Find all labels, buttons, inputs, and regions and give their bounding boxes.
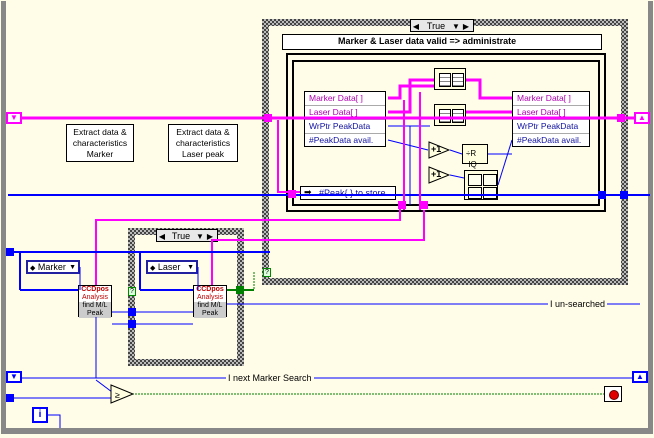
stop-button-terminal[interactable]	[604, 386, 622, 402]
array-grid-icon	[452, 73, 464, 87]
increment-label: +1	[431, 169, 442, 179]
chevron-down-icon[interactable]: ▼	[452, 22, 460, 31]
struct-label-bar	[282, 34, 602, 50]
outer-case-selector[interactable]: ◀True▼▶	[410, 19, 474, 32]
tunnel	[6, 394, 14, 402]
decrement-arrow-icon[interactable]: ◀	[412, 22, 420, 31]
cluster-left-item: WrPtr PeakData	[305, 120, 385, 134]
shift-register-right-blue[interactable]: ▲	[632, 371, 648, 383]
boolean-terminal[interactable]: ?	[128, 287, 136, 296]
tunnel	[420, 201, 428, 209]
shift-register-right-pink[interactable]: ▲	[634, 112, 650, 124]
cluster-left-item: #PeakData avail.	[309, 135, 374, 145]
tunnel	[398, 201, 406, 209]
subvi-find-peak-marker[interactable]: CCDpos Analysis find M/L Peak	[78, 285, 112, 318]
increment-arrow-icon[interactable]: ▶	[462, 22, 470, 31]
array-function-top[interactable]	[434, 68, 466, 90]
cluster-right-item: WrPtr PeakData	[513, 120, 589, 134]
sequence-frame-inner	[292, 60, 600, 206]
tunnel	[128, 320, 136, 328]
arrow-right-icon: ➡	[304, 187, 312, 197]
chevron-down-icon: ▼	[69, 264, 76, 271]
next-marker-wire-label: I next Marker Search	[226, 373, 314, 384]
enum-marker[interactable]: ◆ Marker ▼	[26, 260, 80, 274]
shift-register-left-blue[interactable]: ▼	[6, 371, 22, 383]
enum-arrows-icon: ◆	[150, 265, 156, 272]
svg-text:≥: ≥	[115, 390, 120, 400]
tunnel	[288, 190, 296, 198]
increment-node-top[interactable]: +1	[428, 141, 451, 159]
increment-arrow-icon[interactable]: ▶	[206, 232, 214, 241]
quotient-remainder-node[interactable]: ÷R IQ	[462, 144, 488, 169]
comment-laser: Extract data & characteristics Laser pea…	[168, 124, 238, 162]
tunnel	[264, 114, 272, 122]
increment-node-bottom[interactable]: +1	[428, 166, 451, 184]
chevron-down-icon[interactable]: ▼	[196, 232, 204, 241]
enum-arrows-icon: ◆	[30, 265, 36, 272]
inner-case-selector[interactable]: ◀True▼▶	[156, 229, 218, 242]
tunnel	[236, 286, 244, 294]
chevron-down-icon: ▼	[187, 264, 194, 271]
cluster-right-item: Marker Data[ ]	[513, 92, 589, 106]
boolean-terminal[interactable]: ?	[263, 268, 271, 277]
convert-icon	[468, 174, 482, 186]
struct-label: Marker & Laser data valid => administrat…	[338, 36, 517, 46]
tunnel	[6, 248, 14, 256]
stop-icon	[609, 390, 619, 400]
greater-or-equal-node[interactable]: ≥	[110, 384, 135, 404]
shift-register-left-pink[interactable]: ▼	[6, 112, 22, 124]
unsearched-wire-label: I un-searched	[548, 299, 608, 310]
sequence-frame	[286, 53, 606, 212]
tunnel	[620, 191, 628, 199]
increment-label: +1	[431, 144, 442, 154]
peak-to-store-label: #Peak{ } to store	[319, 188, 386, 198]
decrement-arrow-icon[interactable]: ◀	[158, 232, 166, 241]
comment-marker: Extract data & characteristics Marker	[66, 124, 134, 162]
convert-icon	[483, 174, 497, 186]
iteration-terminal: i	[32, 407, 48, 423]
cluster-right-item: #PeakData avail.	[517, 135, 582, 145]
enum-laser[interactable]: ◆ Laser ▼	[146, 260, 198, 274]
quotient-remainder-icon: ÷R IQ	[466, 149, 477, 169]
tunnel	[617, 114, 625, 122]
subvi-find-peak-laser[interactable]: CCDpos Analysis find M/L Peak	[193, 285, 227, 318]
cluster-left-item: Marker Data[ ]	[305, 92, 385, 106]
peak-to-store-terminal[interactable]: ➡ #Peak{ } to store	[300, 186, 396, 200]
array-grid-icon	[439, 73, 451, 87]
tunnel	[128, 308, 136, 316]
tunnel	[598, 191, 606, 199]
